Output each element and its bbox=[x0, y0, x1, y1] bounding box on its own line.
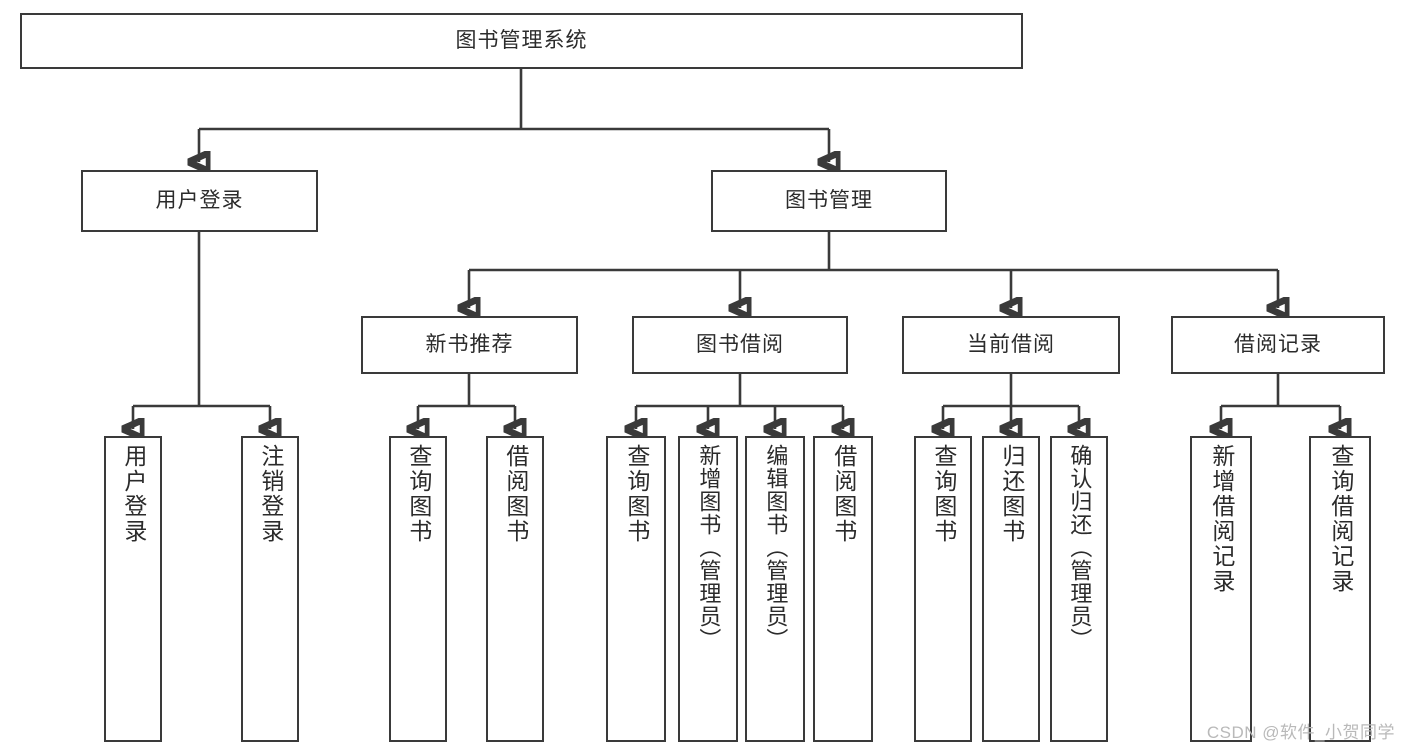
node-current-borrow[interactable]: 当前借阅 bbox=[902, 316, 1120, 374]
node-label: 新增借阅记录 bbox=[1208, 444, 1235, 594]
node-label: 查询图书 bbox=[405, 444, 432, 544]
node-user-login[interactable]: 用户登录 bbox=[81, 170, 318, 232]
node-label: 编辑图书（管理员） bbox=[763, 444, 789, 651]
leaf-query-book-newbook[interactable]: 查询图书 bbox=[389, 436, 447, 742]
leaf-borrow-book-newbook[interactable]: 借阅图书 bbox=[486, 436, 544, 742]
node-label: 图书管理 bbox=[785, 189, 873, 213]
watermark-text: CSDN @软件_小贺同学 bbox=[1206, 723, 1395, 742]
node-label: 归还图书 bbox=[998, 444, 1025, 544]
leaf-add-borrow-record[interactable]: 新增借阅记录 bbox=[1190, 436, 1252, 742]
node-label: 当前借阅 bbox=[967, 333, 1055, 357]
leaf-confirm-return-admin[interactable]: 确认归还（管理员） bbox=[1050, 436, 1108, 742]
node-label: 查询图书 bbox=[930, 444, 957, 544]
leaf-logout[interactable]: 注销登录 bbox=[241, 436, 299, 742]
node-label: 新增图书（管理员） bbox=[696, 444, 722, 651]
leaf-user-login[interactable]: 用户登录 bbox=[104, 436, 162, 742]
node-borrow-record[interactable]: 借阅记录 bbox=[1171, 316, 1385, 374]
leaf-query-borrow-record[interactable]: 查询借阅记录 bbox=[1309, 436, 1371, 742]
node-label: 用户登录 bbox=[120, 444, 147, 544]
node-label: 图书借阅 bbox=[696, 333, 784, 357]
leaf-edit-book-admin[interactable]: 编辑图书（管理员） bbox=[745, 436, 805, 742]
leaf-query-book-current[interactable]: 查询图书 bbox=[914, 436, 972, 742]
node-book-management[interactable]: 图书管理 bbox=[711, 170, 947, 232]
leaf-borrow-book[interactable]: 借阅图书 bbox=[813, 436, 873, 742]
node-label: 借阅记录 bbox=[1234, 333, 1322, 357]
node-label: 确认归还（管理员） bbox=[1067, 444, 1093, 651]
node-new-book-recommend[interactable]: 新书推荐 bbox=[361, 316, 578, 374]
leaf-return-book[interactable]: 归还图书 bbox=[982, 436, 1040, 742]
node-label: 新书推荐 bbox=[425, 333, 514, 357]
node-root-system[interactable]: 图书管理系统 bbox=[20, 13, 1023, 69]
leaf-add-book-admin[interactable]: 新增图书（管理员） bbox=[678, 436, 738, 742]
node-label: 注销登录 bbox=[257, 444, 284, 544]
node-label: 用户登录 bbox=[155, 189, 244, 213]
node-label: 图书管理系统 bbox=[455, 29, 588, 53]
node-book-borrow[interactable]: 图书借阅 bbox=[632, 316, 848, 374]
node-label: 借阅图书 bbox=[830, 444, 857, 544]
node-label: 查询借阅记录 bbox=[1327, 444, 1354, 594]
node-label: 借阅图书 bbox=[502, 444, 529, 544]
node-label: 查询图书 bbox=[623, 444, 650, 544]
leaf-query-book-borrow[interactable]: 查询图书 bbox=[606, 436, 666, 742]
